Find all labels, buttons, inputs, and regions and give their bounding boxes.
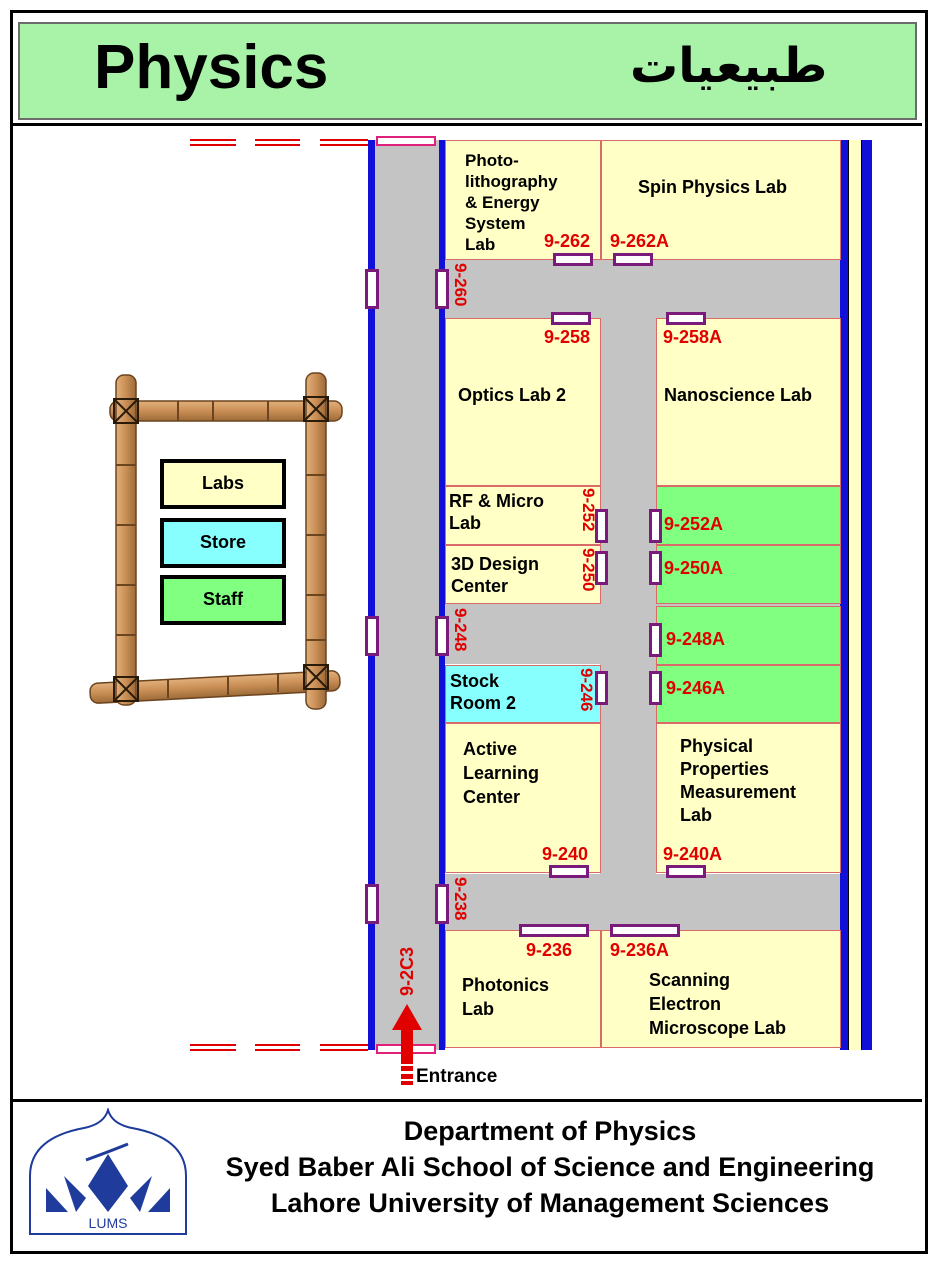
door-9-250[interactable] xyxy=(595,551,608,585)
legend-store-label: Store xyxy=(199,532,246,552)
lums-logo-icon: LUMS xyxy=(29,1108,187,1235)
door-9-258a[interactable] xyxy=(666,312,706,325)
room-staff-250a-number: 9-250A xyxy=(664,558,724,578)
room-optics-2-number: 9-258 xyxy=(544,327,591,347)
room-active-learning-number: 9-240 xyxy=(542,844,589,864)
bamboo-frame-icon xyxy=(89,372,343,710)
entrance-arrow-icon xyxy=(392,1004,422,1085)
room-staff-252a-number: 9-252A xyxy=(664,514,724,534)
room-staff-248a-number: 9-248A xyxy=(666,629,726,649)
corridor-north xyxy=(440,260,842,318)
room-rf-micro-label: RF & Micro Lab xyxy=(449,491,545,533)
door-west-248[interactable] xyxy=(365,616,379,656)
inner-wall xyxy=(439,140,445,1050)
room-nanoscience[interactable] xyxy=(656,318,841,486)
door-9-252a[interactable] xyxy=(649,509,662,543)
room-ppm-lab[interactable] xyxy=(656,723,841,873)
room-active-learning-label: Active Learning Center xyxy=(463,739,540,807)
lums-logo-text: LUMS xyxy=(89,1215,128,1231)
door-9-236a[interactable] xyxy=(610,924,680,937)
door-inner-238[interactable] xyxy=(435,884,449,924)
main-corridor xyxy=(372,140,444,1050)
corridor-label-9-2c3: 9-2C3 xyxy=(397,946,417,996)
room-nanoscience-number: 9-258A xyxy=(663,327,723,347)
door-inner-248[interactable] xyxy=(435,616,449,656)
room-staff-252a[interactable] xyxy=(656,486,841,545)
corridor-label-9-260: 9-260 xyxy=(451,263,470,307)
door-west-260[interactable] xyxy=(365,269,379,309)
room-staff-246a[interactable] xyxy=(656,665,841,723)
room-sem-lab-label: Scanning Electron Microscope Lab xyxy=(649,970,787,1038)
entrance-label: Entrance xyxy=(416,1066,498,1087)
room-photonics-label: Photonics Lab xyxy=(462,975,550,1019)
door-9-262a[interactable] xyxy=(613,253,653,266)
door-9-240a[interactable] xyxy=(666,865,706,878)
room-sem-lab[interactable] xyxy=(601,930,841,1048)
corridor-south xyxy=(440,874,842,930)
east-strip xyxy=(848,140,862,1050)
room-3d-design-label: 3D Design Center xyxy=(451,554,540,596)
header-divider xyxy=(13,123,922,126)
east-wall-outer xyxy=(862,140,872,1050)
room-staff-248a[interactable] xyxy=(656,606,841,665)
urdu-title: طبیعیات xyxy=(630,38,828,94)
corridor-label-9-238: 9-238 xyxy=(451,877,470,921)
room-stock-room-2-label: Stock Room 2 xyxy=(450,671,517,713)
door-9-252[interactable] xyxy=(595,509,608,543)
room-photonics-number: 9-236 xyxy=(526,940,573,960)
room-active-learning[interactable] xyxy=(445,723,601,873)
door-9-262[interactable] xyxy=(553,253,593,266)
door-9-250a[interactable] xyxy=(649,551,662,585)
legend-staff: Staff xyxy=(160,575,286,625)
room-spin-physics[interactable] xyxy=(601,140,841,260)
room-photolithography-number: 9-262 xyxy=(544,231,591,251)
room-photonics[interactable] xyxy=(445,930,601,1048)
legend-staff-label: Staff xyxy=(203,589,243,609)
room-staff-246a-number: 9-246A xyxy=(666,678,726,698)
footer-divider xyxy=(13,1099,922,1102)
door-9-246a[interactable] xyxy=(649,671,662,705)
room-3d-design[interactable] xyxy=(445,545,601,604)
door-west-238[interactable] xyxy=(365,884,379,924)
east-wall-inner xyxy=(840,140,848,1050)
room-photolithography-label: Photo- lithography & Energy System Lab xyxy=(465,151,558,254)
legend-labs-label: Labs xyxy=(201,473,244,493)
room-sem-lab-number: 9-236A xyxy=(610,940,670,960)
room-rf-micro[interactable] xyxy=(445,486,601,545)
north-door[interactable] xyxy=(376,136,436,146)
west-wall xyxy=(368,140,375,1050)
footer-department: Department of Physics xyxy=(403,1116,697,1146)
room-optics-2[interactable] xyxy=(445,318,601,486)
room-staff-250a[interactable] xyxy=(656,545,841,604)
door-9-246[interactable] xyxy=(595,671,608,705)
room-photolithography[interactable] xyxy=(445,140,601,260)
room-optics-2-label: Optics Lab 2 xyxy=(458,385,567,405)
room-stock-room-2-number: 9-246 xyxy=(577,668,596,712)
room-ppm-lab-label: Physical Properties Measurement Lab xyxy=(680,736,797,825)
header-banner xyxy=(18,22,917,120)
legend-store: Store xyxy=(160,518,286,568)
door-inner-260[interactable] xyxy=(435,269,449,309)
room-spin-physics-label: Spin Physics Lab xyxy=(638,177,788,197)
room-spin-physics-number: 9-262A xyxy=(610,231,670,251)
room-nanoscience-label: Nanoscience Lab xyxy=(664,385,813,405)
footer-university: Lahore University of Management Sciences xyxy=(270,1188,830,1218)
room-ppm-lab-number: 9-240A xyxy=(663,844,723,864)
door-9-258[interactable] xyxy=(551,312,591,325)
door-9-240[interactable] xyxy=(549,865,589,878)
door-9-248a[interactable] xyxy=(649,623,662,657)
door-9-236[interactable] xyxy=(519,924,589,937)
page-title: Physics xyxy=(94,33,329,102)
room-stock-room-2[interactable] xyxy=(445,665,601,723)
corridor-center xyxy=(600,318,656,878)
legend-labs: Labs xyxy=(160,459,286,509)
corridor-label-9-248: 9-248 xyxy=(451,608,470,652)
footer-school: Syed Baber Ali School of Science and Eng… xyxy=(225,1152,875,1182)
